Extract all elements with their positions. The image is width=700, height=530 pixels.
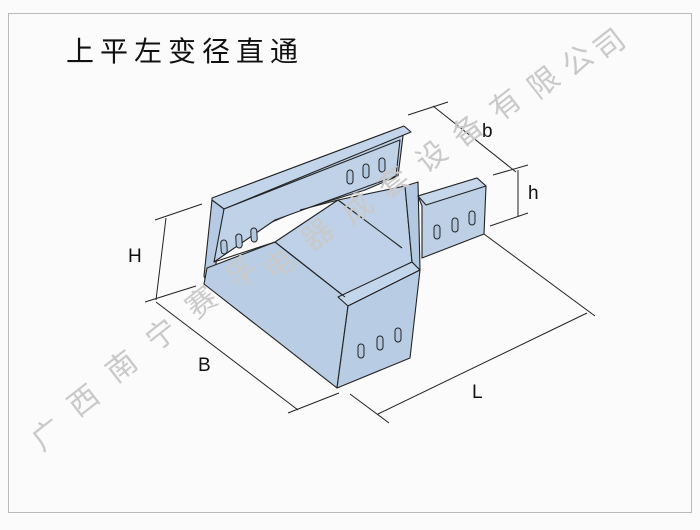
page-title: 上平左变径直通 xyxy=(66,35,305,68)
frame-border xyxy=(8,13,692,513)
slot-hole xyxy=(451,217,459,233)
slot-holes xyxy=(220,157,476,359)
dimension-label-b: b xyxy=(482,121,493,142)
slot-hole xyxy=(376,335,384,351)
slot-hole xyxy=(235,233,243,249)
front-wall xyxy=(336,269,421,389)
slot-hole xyxy=(394,327,402,343)
slot-hole xyxy=(357,343,365,359)
slot-hole xyxy=(468,210,476,226)
slot-hole xyxy=(362,163,370,179)
watermark-char: 西 xyxy=(61,378,106,424)
watermark-char: 限 xyxy=(521,60,566,106)
slot-hole xyxy=(250,227,258,243)
dimension-label-H: H xyxy=(128,246,142,267)
outlet-lip xyxy=(417,177,487,206)
dimension-label-B: B xyxy=(198,355,211,376)
watermark-char: 备 xyxy=(445,108,490,154)
slot-hole xyxy=(433,224,441,240)
slot-hole xyxy=(378,157,386,173)
watermark: 广 西 南 宁 赛 孚 电 器 成 套 设 备 有 限 公 司 xyxy=(25,22,632,458)
watermark-char: 设 xyxy=(409,134,454,180)
dimension-label-L: L xyxy=(472,382,483,403)
left-inner-wall xyxy=(213,139,401,263)
watermark-char: 广 xyxy=(25,412,70,458)
slot-hole xyxy=(346,169,354,185)
watermark-char: 南 xyxy=(99,344,144,390)
dimension-label-h: h xyxy=(528,183,539,204)
divider-wall xyxy=(404,181,421,271)
tray-body xyxy=(203,125,487,389)
slot-hole xyxy=(220,239,228,255)
dimension-lines xyxy=(144,101,596,424)
